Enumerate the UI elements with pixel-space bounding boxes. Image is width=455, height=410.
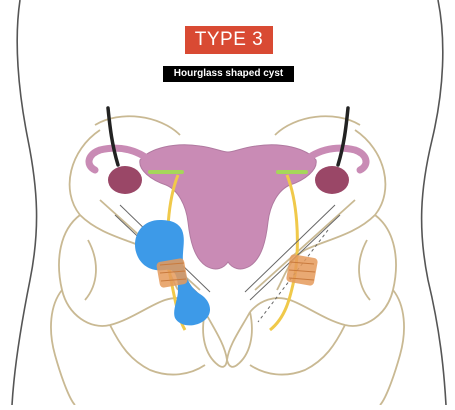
left-canal-ring bbox=[156, 258, 188, 288]
right-canal-ring bbox=[286, 254, 318, 286]
body-outline-right bbox=[422, 0, 446, 405]
left-ovary bbox=[108, 166, 142, 194]
body-outline-left bbox=[12, 0, 37, 405]
right-ovary bbox=[315, 166, 349, 194]
type-badge: TYPE 3 bbox=[185, 26, 273, 54]
cyst-caption: Hourglass shaped cyst bbox=[163, 66, 294, 82]
